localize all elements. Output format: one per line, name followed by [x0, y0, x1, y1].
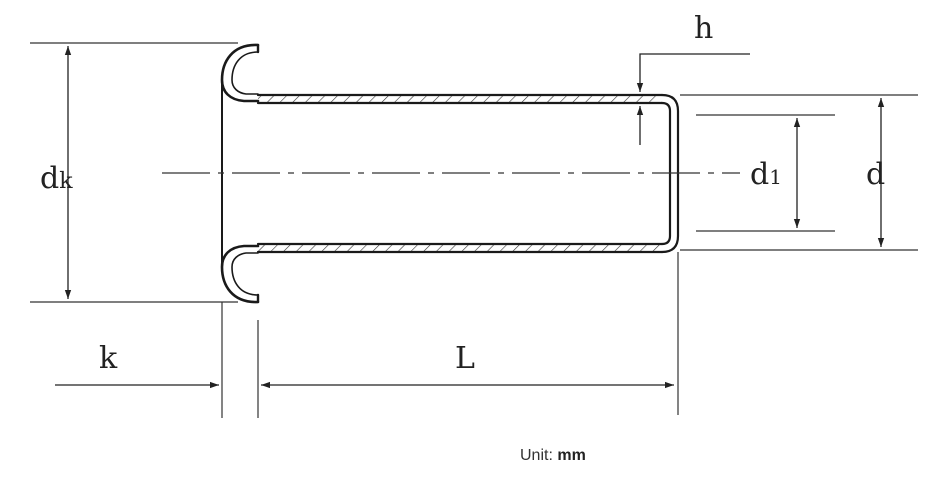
- extension-lines: [30, 42, 918, 418]
- h-leader: [636, 53, 750, 92]
- unit-label: Unit:: [520, 447, 553, 464]
- L-label: L: [455, 341, 475, 376]
- d1-label: d1: [750, 157, 782, 192]
- dimension-labels: dk h d1 d k L: [40, 11, 885, 376]
- rivet-body: [220, 43, 680, 304]
- h-label: h: [694, 11, 713, 46]
- unit-value: mm: [557, 447, 586, 464]
- d-label: d: [866, 157, 885, 192]
- dk-label: dk: [40, 161, 73, 196]
- k-label: k: [99, 341, 118, 376]
- dimension-lines: [55, 46, 885, 389]
- unit-note: Unit: mm: [520, 447, 586, 465]
